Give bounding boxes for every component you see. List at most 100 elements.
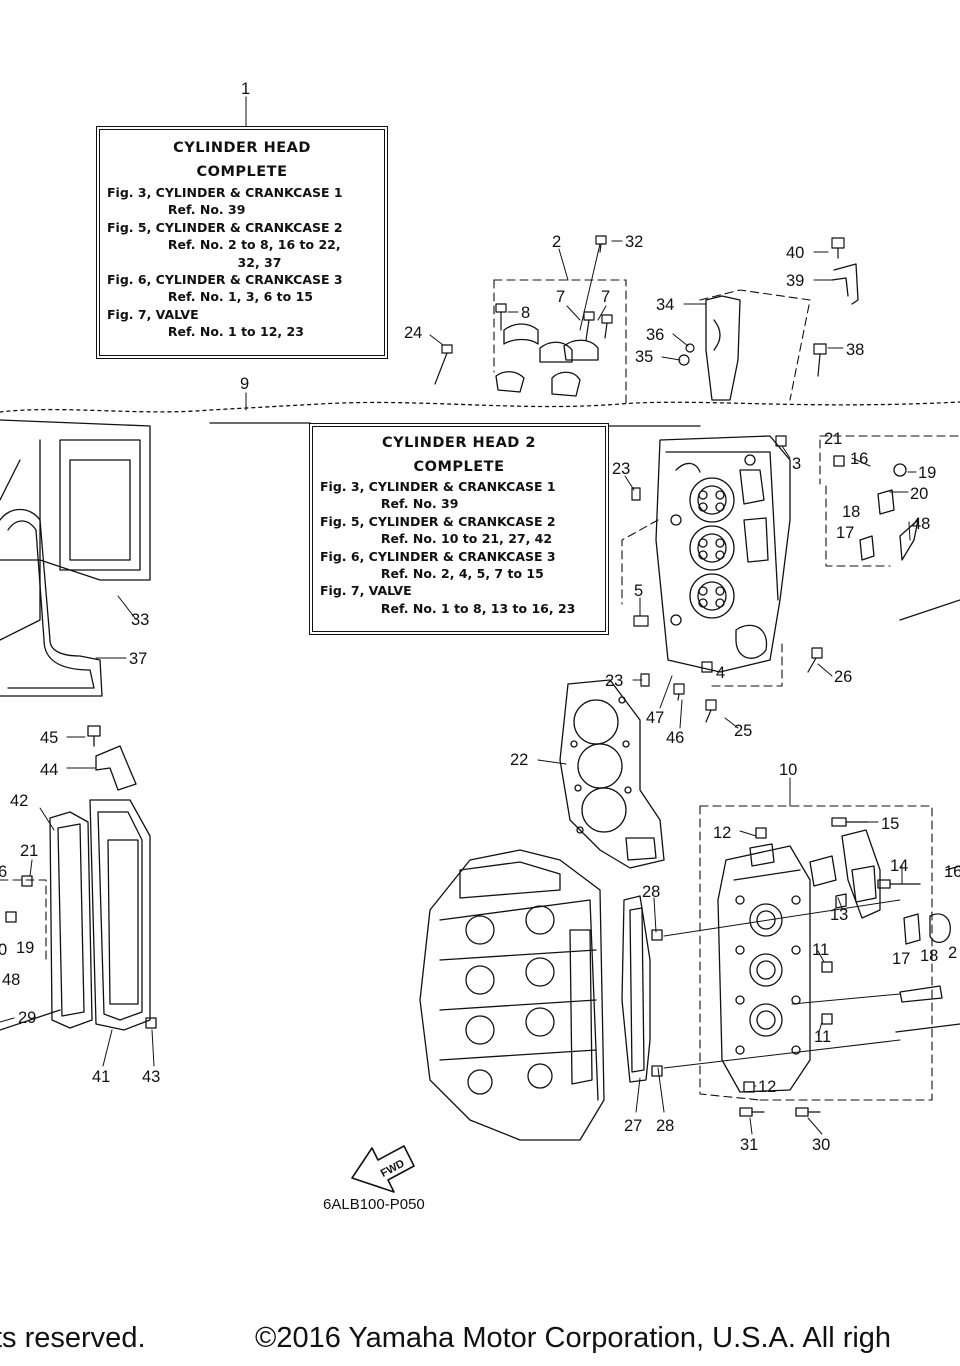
callout-19a: 19 <box>918 464 936 482</box>
callout-16b: 16 <box>944 863 960 881</box>
box2-line: Ref. No. 2, 4, 5, 7 to 15 <box>320 566 544 582</box>
callout-23b: 23 <box>605 672 623 690</box>
box2-line: Ref. No. 39 <box>320 496 459 512</box>
callout-45: 45 <box>40 729 58 747</box>
box1-references: Fig. 3, CYLINDER & CRANKCASE 1 Ref. No. … <box>100 184 384 341</box>
callout-15: 15 <box>881 815 899 833</box>
callout-27: 27 <box>624 1117 642 1135</box>
callout-1: 1 <box>241 80 250 98</box>
callout-35: 35 <box>635 348 653 366</box>
callout-30: 30 <box>812 1136 830 1154</box>
box1-line: Ref. No. 1 to 12, 23 <box>107 324 304 340</box>
valve-cover-left <box>0 419 151 697</box>
box1-line: 32, 37 <box>107 254 282 270</box>
callout-labels: 1 2 32 7 7 8 24 34 36 35 40 39 38 9 3 23… <box>0 80 960 1154</box>
box1-line: Fig. 3, CYLINDER & CRANKCASE 1 <box>107 185 343 200</box>
callout-4: 4 <box>716 664 725 682</box>
callout-42: 42 <box>10 792 28 810</box>
callout-48a: 48 <box>912 515 930 533</box>
callout-21b: 21 <box>20 842 38 860</box>
box2-subtitle: COMPLETE <box>413 459 505 475</box>
callout-38: 38 <box>846 341 864 359</box>
fwd-label: FWD <box>379 1158 407 1180</box>
callout-39: 39 <box>786 272 804 290</box>
callout-9: 9 <box>240 375 249 393</box>
callout-36: 36 <box>646 326 664 344</box>
callout-6: 6 <box>0 863 7 881</box>
callout-28a: 28 <box>642 883 660 901</box>
box2-line: Fig. 3, CYLINDER & CRANKCASE 1 <box>320 479 556 494</box>
box2-references: Fig. 3, CYLINDER & CRANKCASE 1 Ref. No. … <box>313 478 605 617</box>
callout-7b: 7 <box>601 288 610 306</box>
box1-line: Ref. No. 39 <box>107 202 246 218</box>
callout-18b: 18 <box>920 947 938 965</box>
callout-11b: 11 <box>814 1028 831 1046</box>
box1-line: Fig. 5, CYLINDER & CRANKCASE 2 <box>107 219 343 235</box>
callout-23a: 23 <box>612 460 630 478</box>
box2-line: Fig. 5, CYLINDER & CRANKCASE 2 <box>320 513 556 529</box>
callout-13: 13 <box>830 906 848 924</box>
fwd-arrow-icon: FWD <box>351 1145 415 1193</box>
callout-18a: 18 <box>842 503 860 521</box>
callout-12b: 12 <box>758 1078 776 1096</box>
callout-2b: 2 <box>948 944 957 962</box>
callout-33: 33 <box>131 611 149 629</box>
box1-line: Ref. No. 1, 3, 6 to 15 <box>107 289 313 305</box>
callout-44: 44 <box>40 761 58 779</box>
box1-title: CYLINDER HEAD <box>173 140 311 156</box>
callout-31: 31 <box>740 1136 758 1154</box>
drawing-code: 6ALB100-P050 <box>323 1196 425 1213</box>
cylinder-block <box>419 849 605 1141</box>
callout-40: 40 <box>786 244 804 262</box>
callout-21a: 21 <box>824 430 842 448</box>
box1-subtitle: COMPLETE <box>196 164 288 180</box>
callout-11a: 11 <box>812 941 829 959</box>
callout-43: 43 <box>142 1068 160 1086</box>
callout-12a: 12 <box>713 824 731 842</box>
cylinder-head-2 <box>717 817 960 1117</box>
box2-line: Ref. No. 1 to 8, 13 to 16, 23 <box>320 600 576 616</box>
callout-2: 2 <box>552 233 561 251</box>
dashed-group-outlines <box>0 279 960 1101</box>
footer-rights-text: ts reserved. <box>0 1322 146 1354</box>
callout-17a: 17 <box>836 524 854 542</box>
upper-parts <box>434 235 960 723</box>
head-gasket <box>559 679 665 869</box>
callout-7a: 7 <box>556 288 565 306</box>
callout-8: 8 <box>521 304 530 322</box>
callout-19b: 19 <box>16 939 34 957</box>
callout-25: 25 <box>734 722 752 740</box>
callout-26: 26 <box>834 668 852 686</box>
callout-22: 22 <box>510 751 528 769</box>
cylinder-head-2-complete-box: CYLINDER HEAD 2 COMPLETE Fig. 3, CYLINDE… <box>312 426 606 632</box>
callout-46: 46 <box>666 729 684 747</box>
callout-48b: 48 <box>2 971 20 989</box>
callout-14: 14 <box>890 857 908 875</box>
box2-line: Ref. No. 10 to 21, 27, 42 <box>320 531 553 547</box>
callout-0: 0 <box>0 941 7 959</box>
callout-34: 34 <box>656 296 674 314</box>
callout-3: 3 <box>792 455 801 473</box>
box1-line: Fig. 7, VALVE <box>107 306 199 322</box>
gasket-27 <box>621 895 663 1083</box>
box2-line: Fig. 7, VALVE <box>320 583 412 599</box>
box2-line: Fig. 6, CYLINDER & CRANKCASE 3 <box>320 548 556 564</box>
separator-break-line <box>0 401 960 427</box>
callout-16a: 16 <box>850 450 868 468</box>
exhaust-cover-left <box>0 725 157 1031</box>
callout-24: 24 <box>404 324 422 342</box>
cylinder-head-1 <box>655 435 791 673</box>
box1-line: Fig. 6, CYLINDER & CRANKCASE 3 <box>107 272 343 288</box>
box2-title: CYLINDER HEAD 2 <box>381 435 536 451</box>
callout-20: 20 <box>910 485 928 503</box>
leader-lines <box>0 96 917 1135</box>
callout-29: 29 <box>18 1009 36 1027</box>
callout-37: 37 <box>129 650 147 668</box>
callout-5: 5 <box>634 582 643 600</box>
box1-line: Ref. No. 2 to 8, 16 to 22, <box>107 237 341 253</box>
callout-47: 47 <box>646 709 664 727</box>
footer-copyright: ©2016 Yamaha Motor Corporation, U.S.A. A… <box>255 1322 892 1354</box>
callout-28b: 28 <box>656 1117 674 1135</box>
callout-17b: 17 <box>892 950 910 968</box>
